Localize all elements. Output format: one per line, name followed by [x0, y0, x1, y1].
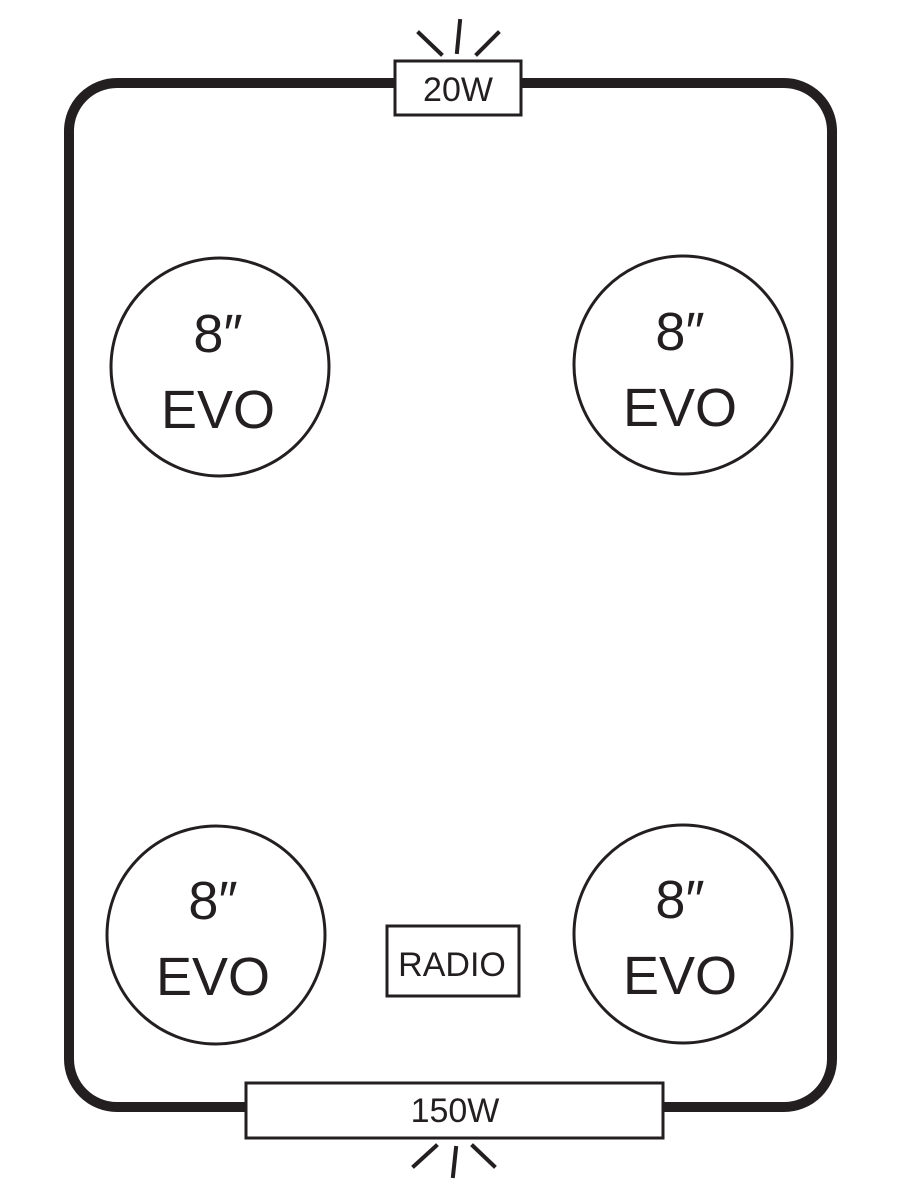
- speaker-size: 8″: [188, 871, 237, 931]
- speaker-size: 8″: [655, 870, 704, 930]
- bottom-light-label: 150W: [411, 1092, 500, 1130]
- speaker-model: EVO: [623, 946, 737, 1006]
- bottom-light: 150W: [244, 1081, 665, 1179]
- speaker-bottom-left: 8″ EVO: [105, 824, 327, 1046]
- speaker-top-left: 8″ EVO: [109, 256, 331, 478]
- radio: RADIO: [385, 924, 521, 998]
- speaker-size: 8″: [655, 302, 704, 362]
- radio-box: [385, 924, 521, 998]
- radio-label: RADIO: [398, 946, 506, 984]
- speaker-bottom-right: 8″ EVO: [572, 823, 794, 1045]
- speaker-circle: [105, 824, 327, 1046]
- light-rays-icon: [411, 1143, 497, 1179]
- top-light-label: 20W: [423, 71, 493, 109]
- speaker-size: 8″: [193, 304, 242, 364]
- speaker-model: EVO: [623, 378, 737, 438]
- light-rays-icon: [416, 18, 501, 57]
- speaker-model: EVO: [161, 380, 275, 440]
- bottom-light-box: [244, 1081, 665, 1140]
- speaker-top-right: 8″ EVO: [572, 254, 794, 476]
- top-light-box: [393, 59, 523, 117]
- top-light: 20W: [393, 18, 523, 117]
- speaker-model: EVO: [156, 947, 270, 1007]
- speaker-circle: [572, 254, 794, 476]
- speaker-circle: [572, 823, 794, 1045]
- speaker-circle: [109, 256, 331, 478]
